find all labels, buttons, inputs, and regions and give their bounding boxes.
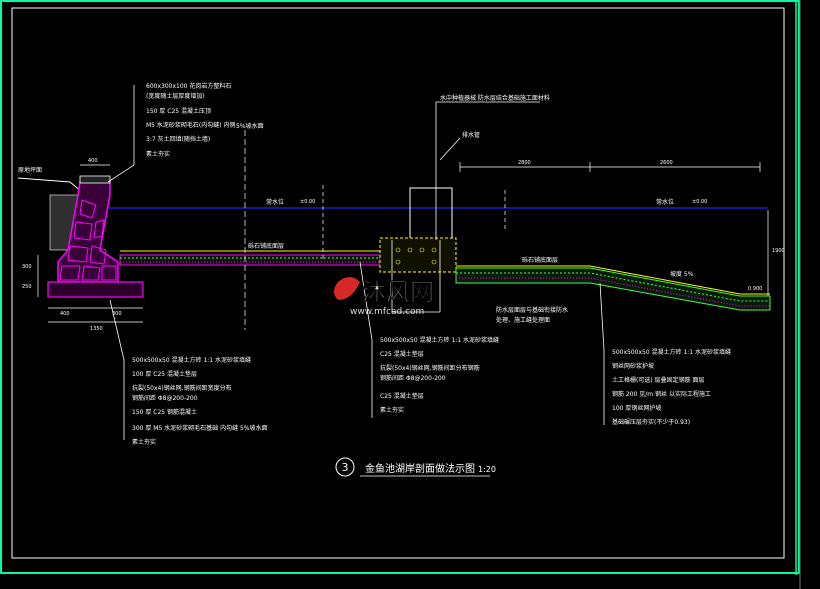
left-note-1: 600x300x100 花岗岩方整料石	[146, 82, 231, 90]
bl-note-7: 素土夯实	[132, 438, 156, 446]
bl-note-3: 抗裂(50x4)钢丝网,钢筋间距宽度分布	[132, 384, 232, 392]
slope-concrete-line	[456, 272, 770, 302]
dim-base-a: 400	[60, 311, 70, 317]
water-level-left: 常水位	[266, 198, 284, 206]
left-note-4: M5 水泥砂浆砌毛石(内勾缝) 内侧	[146, 121, 236, 129]
watermark: 沐风网 www.mfcad.com	[334, 277, 434, 317]
water-labels: 常水位 常水位 坡度 5% ±0.00 ±0.00 砾石铺底面层	[248, 198, 707, 278]
br-note-2: 钢丝网砂浆护坡	[612, 362, 654, 370]
outer-frame	[0, 0, 800, 574]
slope-paving-line	[456, 265, 770, 295]
bc-note-3: 抗裂(50x4)钢丝网,钢筋间距分布钢筋	[380, 364, 480, 372]
bottom-center-notes: 500x500x50 混凝土方砖 1:1 水泥砂浆填缝 C25 混凝土垫层 抗裂…	[380, 336, 499, 414]
drawing-frame	[11, 7, 785, 559]
detail-number: 3	[342, 461, 349, 474]
existing-ground-label: 原地坪面	[18, 166, 42, 174]
br-note-1: 500x500x50 混凝土方砖 1:1 水泥砂浆填缝	[612, 348, 731, 356]
br-note-3: 土工格栅(可选) 层叠固定钢筋 面层	[612, 376, 705, 384]
center-planter	[379, 187, 457, 313]
bc-note-5: C25 混凝土垫层	[380, 392, 424, 400]
left-note-3: 150 厚 C25 混凝土压顶	[146, 107, 211, 115]
left-note-5: 3:7 灰土回填(随挡土墙)	[146, 135, 210, 143]
waterproof-note: 防水层面层与基础衔接防水	[496, 306, 568, 314]
water-level-right: 常水位	[656, 198, 674, 206]
dim-right-height: 1900	[772, 248, 785, 254]
dim-span-a: 2800	[518, 160, 531, 166]
center-top-notes: 水中种植器械 防水层结合基础施工面材料 排水管 防水层面层与基础衔接防水 处理、…	[440, 94, 568, 324]
dim-base-b: 300	[112, 311, 122, 317]
rebar-marks	[395, 247, 437, 265]
slope-mesh-line	[456, 277, 770, 307]
stone-pattern	[59, 199, 117, 281]
title-block: 3 金鱼池湖岸剖面做法示图 1:20	[335, 457, 496, 477]
level-mark-right: ±0.00	[692, 199, 707, 205]
bl-note-4: 钢筋间距 Φ8@200-200	[132, 394, 198, 402]
retaining-wall	[17, 175, 381, 298]
drain-pipe-label: 排水管	[462, 131, 480, 139]
bc-note-1: 500x500x50 混凝土方砖 1:1 水泥砂浆填缝	[380, 336, 499, 344]
slope-body	[455, 267, 771, 311]
left-wall-notes: 600x300x100 花岗岩方整料石 (宽度随土层厚度增加) 150 厚 C2…	[18, 82, 264, 174]
br-note-5: 100 厚钢丝网护坡	[612, 404, 661, 412]
watermark-url: www.mfcad.com	[350, 307, 424, 317]
center-top-note: 水中种植器械 防水层结合基础施工面材料	[440, 94, 550, 102]
grade-label: 5%坡水面	[236, 122, 264, 130]
br-note-6: 基础碾压层夯实(不少于0.93)	[612, 418, 690, 426]
bc-note-2: C25 混凝土垫层	[380, 350, 424, 358]
bc-note-4: 钢筋间距 Φ8@200-200	[380, 374, 446, 382]
dim-height-a: 300	[22, 264, 32, 270]
bl-note-6: 300 厚 M5 水泥砂浆砌毛石基础 内勾缝 5%坡水面	[132, 424, 268, 432]
bc-note-6: 素土夯实	[380, 406, 404, 414]
center-paving-label: 砾石铺底面层	[522, 256, 558, 264]
finish-note: 处理、施工缝处理面	[496, 316, 550, 324]
watermark-logo-icon	[334, 277, 360, 300]
leader-lines	[107, 85, 605, 440]
dim-right-end: 0.900	[748, 286, 762, 292]
watermark-brand: 沐风网	[362, 278, 434, 306]
bottom-left-notes: 500x500x50 混凝土方砖 1:1 水泥砂浆填缝 100 厚 C25 混凝…	[132, 356, 268, 446]
right-slope	[455, 265, 771, 311]
dim-span-b: 2600	[660, 160, 673, 166]
drawing-title: 金鱼池湖岸剖面做法示图	[365, 462, 475, 475]
level-mark-left: ±0.00	[300, 199, 315, 205]
wall-foundation	[47, 281, 144, 298]
dim-base-total: 1350	[90, 326, 103, 332]
left-paving-label: 砾石铺底面层	[248, 242, 284, 250]
detail-number-circle	[335, 457, 355, 477]
planter-box-upper	[409, 187, 453, 241]
dim-top-left: 400	[88, 158, 98, 164]
bl-note-5: 150 厚 C25 钢筋混凝土	[132, 408, 197, 416]
granite-coping	[79, 175, 111, 184]
planter-foundation	[379, 237, 457, 273]
bottom-right-notes: 500x500x50 混凝土方砖 1:1 水泥砂浆填缝 钢丝网砂浆护坡 土工格栅…	[612, 348, 731, 426]
br-note-4: 钢筋 200 见/m 钢丝 以实际工程施工	[612, 390, 711, 398]
slope-label: 坡度 5%	[670, 270, 694, 278]
dimension-text: 400 2800 2600 400 300 1350 300 250 1900 …	[22, 158, 785, 332]
left-note-2: (宽度随土层厚度增加)	[146, 92, 205, 100]
bl-note-2: 100 厚 C25 混凝土垫层	[132, 370, 197, 378]
drawing-scale: 1:20	[478, 465, 496, 474]
bl-note-1: 500x500x50 混凝土方砖 1:1 水泥砂浆填缝	[132, 356, 251, 364]
dimension-lines	[37, 130, 769, 330]
left-note-6: 素土夯实	[146, 150, 170, 158]
left-pool-bed	[119, 254, 381, 266]
dim-height-b: 250	[22, 284, 32, 290]
